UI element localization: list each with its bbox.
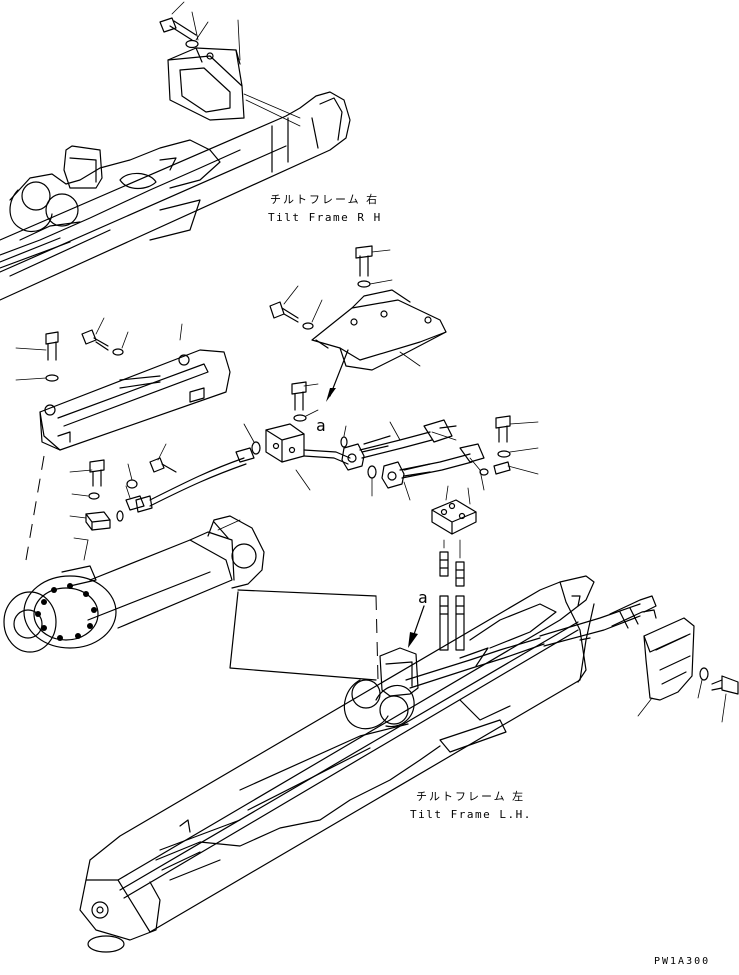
leader-dashed-right xyxy=(375,595,379,681)
washer-right-b xyxy=(497,450,511,458)
fitting-lower xyxy=(381,461,405,489)
leader-dashed-left xyxy=(25,455,45,561)
tilt-frame-lh-label-jp: チルトフレーム 左 xyxy=(416,790,526,803)
bolt-valve xyxy=(291,381,319,411)
tilt-frame-rh xyxy=(0,91,351,301)
washer-mid-right xyxy=(357,279,393,288)
o-ring-center-lower xyxy=(367,465,377,479)
washer-left-b xyxy=(112,331,129,356)
bolt-small-left xyxy=(69,459,105,487)
adapter-pair xyxy=(439,539,465,587)
callout-a-lower: a xyxy=(418,588,428,607)
clip-right xyxy=(493,461,539,475)
washer-left-a xyxy=(15,374,59,382)
tube-left xyxy=(149,457,245,501)
bracket-rh-top xyxy=(167,11,245,121)
bracket-middle-right xyxy=(311,289,447,371)
o-ring-center xyxy=(340,436,348,448)
bolt-left-b xyxy=(81,317,109,351)
washer-small-mid xyxy=(126,479,138,489)
callout-a-upper: a xyxy=(316,416,326,435)
tilt-frame-rh-label-jp: チルトフレーム 右 xyxy=(270,193,380,206)
hose-clip-left xyxy=(125,485,145,511)
bolt-top xyxy=(159,1,197,41)
tube-right xyxy=(303,449,351,459)
bolt-mid-right xyxy=(355,245,391,277)
tilt-frame-rh-label-en: Tilt Frame R H xyxy=(268,211,382,224)
bolt-left-a xyxy=(15,331,59,361)
fitting-left xyxy=(341,443,365,471)
hose-lower xyxy=(399,453,471,471)
o-ring-valve-left xyxy=(251,441,261,455)
hose-long-right xyxy=(539,603,641,637)
tilt-frame-lh xyxy=(79,575,595,953)
bolt-small-mid xyxy=(149,443,177,473)
tilt-cylinder xyxy=(3,515,265,653)
guard-bracket-lh xyxy=(637,617,695,717)
tilt-frame-lh-label-en: Tilt Frame L.H. xyxy=(410,808,532,821)
bolt-bottom-right xyxy=(711,675,739,723)
hose-upper xyxy=(359,431,431,451)
hose-vertical-pair xyxy=(439,595,465,651)
bolt-right xyxy=(495,415,539,443)
valve-block xyxy=(265,423,311,491)
bracket-left xyxy=(39,323,231,451)
drawing-code: PW1A300 xyxy=(654,956,711,967)
clamp-block-left xyxy=(69,511,111,531)
ring-small-left xyxy=(116,510,124,522)
washer-small-left xyxy=(88,492,100,500)
bolt-mid-left xyxy=(269,285,299,323)
flange-plate xyxy=(431,485,477,535)
washer-bottom-right xyxy=(699,667,709,681)
washer-valve xyxy=(293,414,307,422)
washer-top xyxy=(185,21,209,49)
washer-mid-left xyxy=(302,299,323,330)
